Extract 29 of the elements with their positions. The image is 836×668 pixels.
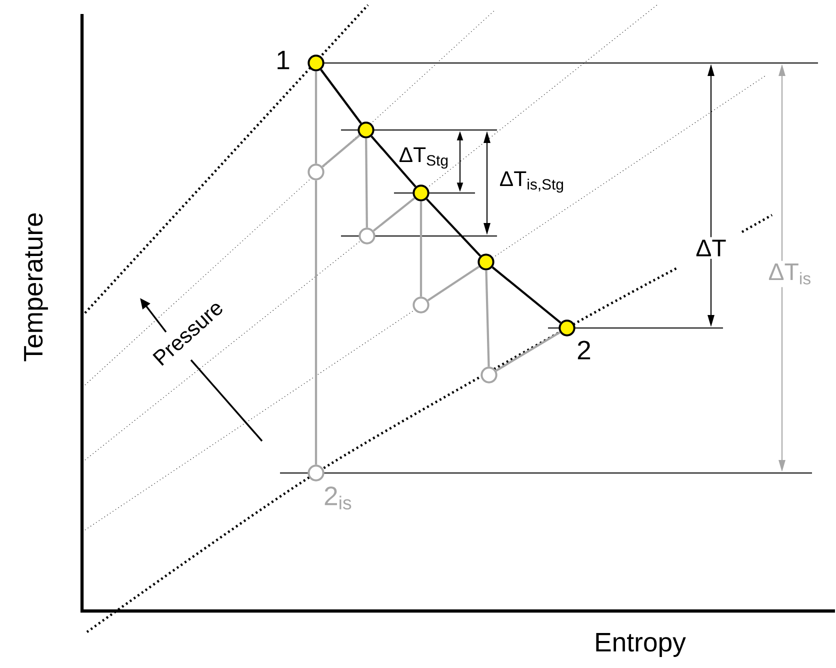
state-point (412, 296, 430, 314)
state-point (358, 228, 376, 244)
axis-title: Entropy (596, 633, 686, 657)
point-label: 2 (578, 340, 590, 360)
process-line (427, 266, 480, 302)
dimension-label: ΔT$_{is}$ (766, 260, 814, 288)
state-point (358, 122, 374, 138)
point-label: 1 (278, 50, 290, 70)
dimension-label: ΔT (692, 237, 729, 259)
process-line (314, 71, 318, 164)
process-line (496, 331, 560, 372)
state-point (478, 254, 494, 270)
process-line (322, 134, 360, 168)
state-point (412, 184, 430, 202)
dimension-label: ΔT$_{Stg}$ (399, 147, 448, 169)
axis-title: Temperature (24, 213, 48, 362)
process-line (314, 180, 318, 465)
process-line (420, 201, 422, 297)
process-line (485, 270, 490, 367)
state-point (480, 366, 498, 384)
point-label: 2$_{is}$ (324, 486, 352, 510)
process-line (426, 198, 482, 257)
process-line (365, 138, 368, 228)
state-point (308, 164, 324, 180)
process-line (370, 136, 416, 188)
process-line (320, 69, 362, 124)
dimension-label: ΔT$_{is,Stg}$ (500, 171, 564, 193)
process-line (372, 197, 416, 232)
process-line (492, 266, 562, 324)
